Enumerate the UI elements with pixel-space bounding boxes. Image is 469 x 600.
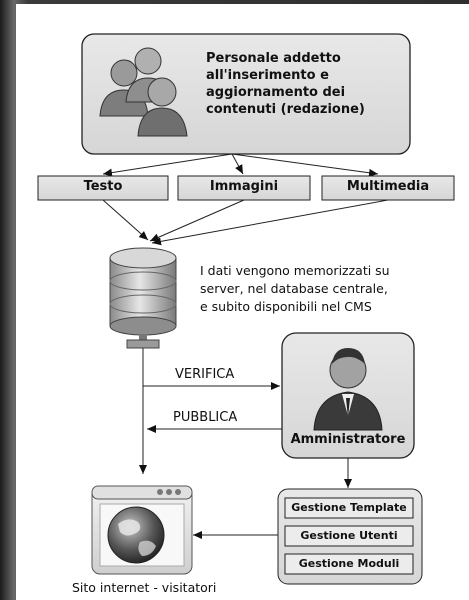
management-item-template [284,497,414,519]
database-note-line-2: server, nel database centrale, [200,281,388,296]
multimedia-to-db [151,199,389,246]
publish-label: PUBBLICA [173,410,238,425]
management-template-label: Gestione Template [291,501,407,514]
administrator-label: Amministratore [290,432,406,447]
database-note-line-1: I dati vengono memorizzati su [200,263,390,278]
management-item-users [284,525,414,547]
staff-to-multimedia [231,153,379,177]
content-type-multimedia: Multimedia [346,179,430,194]
content-type-testo: Testo [83,179,123,194]
staff-text-line-2: all'inserimento e [206,68,329,83]
site-label: Sito internet - visitatori [72,580,217,595]
website-globe-icon [91,485,193,575]
staff-to-immagini [231,153,244,175]
diagram-canvas: Personale addetto all'inserimento e aggi… [16,4,469,600]
administrator-icon [313,348,383,431]
staff-text-line-1: Personale addetto [206,51,341,66]
staff-to-testo [102,153,233,177]
people-icon [99,47,188,137]
database-note-line-3: e subito disponibili nel CMS [200,299,372,314]
management-modules-label: Gestione Moduli [298,557,400,570]
verify-label: VERIFICA [175,367,235,382]
diagram-graphics [37,33,455,585]
staff-text-line-4: contenuti (redazione) [206,102,365,117]
content-type-immagini: Immagini [209,179,279,194]
staff-text-line-3: aggiornamento dei [206,85,346,100]
immagini-box [177,175,311,201]
management-users-label: Gestione Utenti [300,529,398,542]
management-item-modules [284,553,414,575]
database-icon [109,247,177,349]
testo-to-db [102,199,149,241]
immagini-to-db [149,199,245,242]
